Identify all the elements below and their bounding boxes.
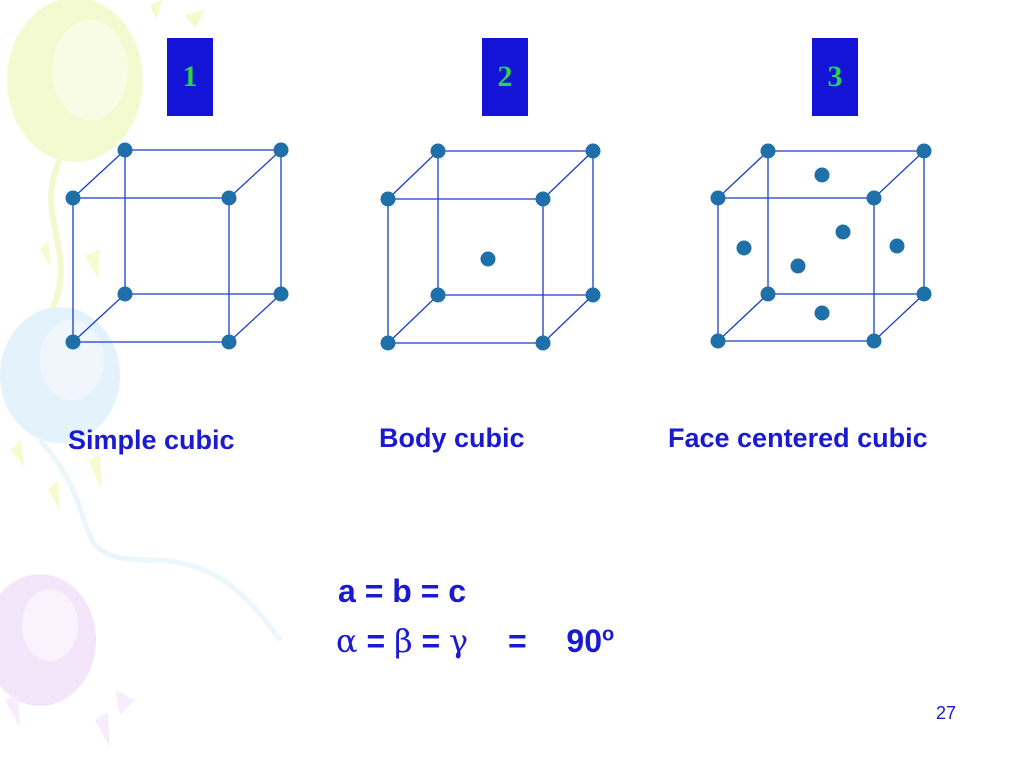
face-center-atom — [889, 238, 905, 254]
corner-atom — [710, 190, 726, 206]
body-cubic-label: Body cubic — [379, 423, 525, 453]
page-number: 27 — [936, 703, 957, 723]
degree-superscript: o — [602, 623, 615, 646]
corner-atom — [117, 142, 133, 158]
confetti-icon — [88, 455, 102, 490]
face-center-atom — [736, 240, 752, 256]
number-box-1: 1 — [167, 38, 213, 116]
simple-cubic-label: Simple cubic — [68, 425, 235, 455]
corner-atom — [535, 335, 551, 351]
corner-atom — [221, 190, 237, 206]
number-box-2: 2 — [482, 38, 528, 116]
confetti-icon — [10, 440, 25, 468]
cube-edge — [873, 150, 925, 199]
face-center-atom — [835, 224, 851, 240]
blue-balloon-icon-inner — [40, 320, 104, 400]
confetti-icon — [95, 712, 110, 748]
confetti-icon — [85, 250, 100, 278]
face-center-atom — [814, 305, 830, 321]
yellow-balloon-icon-inner — [52, 20, 128, 120]
gamma-symbol: γ — [449, 622, 469, 660]
cube-edge — [873, 293, 925, 342]
corner-atom — [65, 190, 81, 206]
cube-edge — [542, 150, 594, 200]
corner-atom — [585, 143, 601, 159]
confetti-icon — [150, 0, 162, 20]
confetti-icon — [5, 695, 20, 728]
corner-atom — [916, 286, 932, 302]
corner-atom — [117, 286, 133, 302]
cube-edge — [717, 150, 769, 199]
corner-atom — [380, 191, 396, 207]
corner-atom — [916, 143, 932, 159]
cube-edge — [387, 150, 439, 200]
corner-atom — [710, 333, 726, 349]
alpha-symbol: α — [336, 622, 358, 660]
confetti-icon — [185, 10, 205, 28]
balloon-string — [38, 438, 282, 642]
cube-edge — [72, 149, 126, 199]
purple-balloon-icon-inner — [22, 589, 78, 661]
corner-atom — [430, 143, 446, 159]
corner-atom — [585, 287, 601, 303]
number-box-label: 2 — [497, 60, 513, 93]
equals-sign: = — [366, 623, 386, 659]
number-box-label: 3 — [827, 60, 843, 93]
equals-sign: = — [507, 623, 527, 659]
cube-edge — [72, 293, 126, 343]
corner-atom — [430, 287, 446, 303]
confetti-icon — [40, 240, 52, 268]
cube-edge — [387, 294, 439, 344]
number-box-3: 3 — [812, 38, 858, 116]
cube-edge — [228, 293, 282, 343]
corner-atom — [866, 333, 882, 349]
corner-atom — [866, 190, 882, 206]
corner-atom — [273, 286, 289, 302]
body-center-atom — [480, 251, 496, 267]
equation-line-1: a = b = c — [338, 573, 467, 609]
equals-sign: = — [421, 623, 441, 659]
corner-atom — [760, 286, 776, 302]
beta-symbol: β — [394, 622, 413, 660]
face-center-atom — [790, 258, 806, 274]
confetti-icon — [48, 480, 60, 510]
number-box-label: 1 — [182, 60, 198, 93]
equation-line-2: α = β = γ = 90o — [336, 622, 614, 660]
angle-value: 90 — [566, 623, 603, 659]
balloon-string — [37, 158, 64, 332]
cube-edge — [228, 149, 282, 199]
corner-atom — [273, 142, 289, 158]
corner-atom — [65, 334, 81, 350]
corner-atom — [535, 191, 551, 207]
corner-atom — [760, 143, 776, 159]
cube-edge — [717, 293, 769, 342]
face-centered-cubic-label: Face centered cubic — [668, 423, 928, 453]
corner-atom — [221, 334, 237, 350]
cube-edge — [542, 294, 594, 344]
confetti-icon — [115, 690, 135, 715]
face-center-atom — [814, 167, 830, 183]
corner-atom — [380, 335, 396, 351]
